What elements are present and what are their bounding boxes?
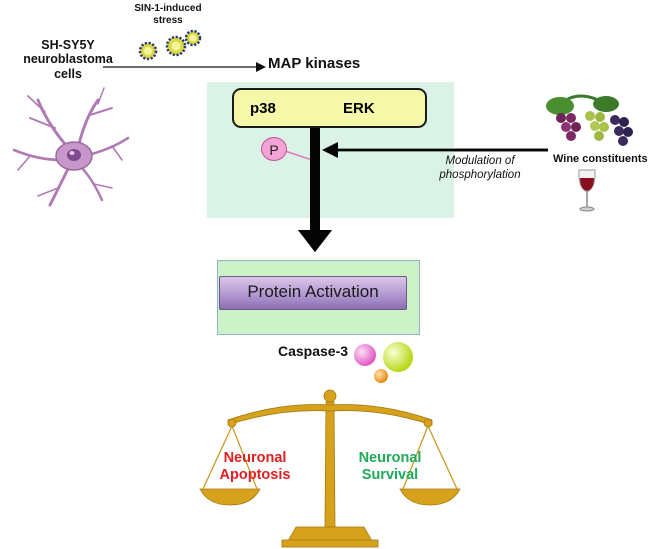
cell-label: SH-SY5Y neuroblastoma cells [23, 38, 113, 81]
stress-particle-icons [138, 29, 202, 61]
stress-label: SIN-1-induced stress [134, 3, 202, 26]
caspase-molecule-icons [354, 342, 413, 383]
scale-strings [202, 425, 458, 490]
map-kinases-label: MAP kinases [268, 55, 361, 72]
phospho-link [281, 149, 313, 161]
modulation-label: Modulation of phosphorylation [439, 155, 521, 182]
balance-scale-icon [199, 389, 461, 548]
p38-label: p38 [250, 100, 276, 117]
kinase-box: p38 ERK [232, 88, 427, 128]
survival-label: Neuronal Survival [358, 450, 422, 483]
wine-label: Wine constituents [553, 153, 648, 165]
phospho-circle: P [261, 137, 287, 161]
neuron-body [55, 141, 93, 171]
grapes-icon [546, 94, 633, 146]
wine-glass-icon [578, 169, 596, 212]
activation-bar [219, 276, 407, 310]
apoptosis-label: Neuronal Apoptosis [219, 450, 291, 483]
caspase-label: Caspase-3 [278, 343, 349, 359]
cell-to-map-arrow [103, 62, 266, 72]
erk-label: ERK [343, 100, 375, 117]
activation-label: Protein Activation [247, 282, 379, 301]
